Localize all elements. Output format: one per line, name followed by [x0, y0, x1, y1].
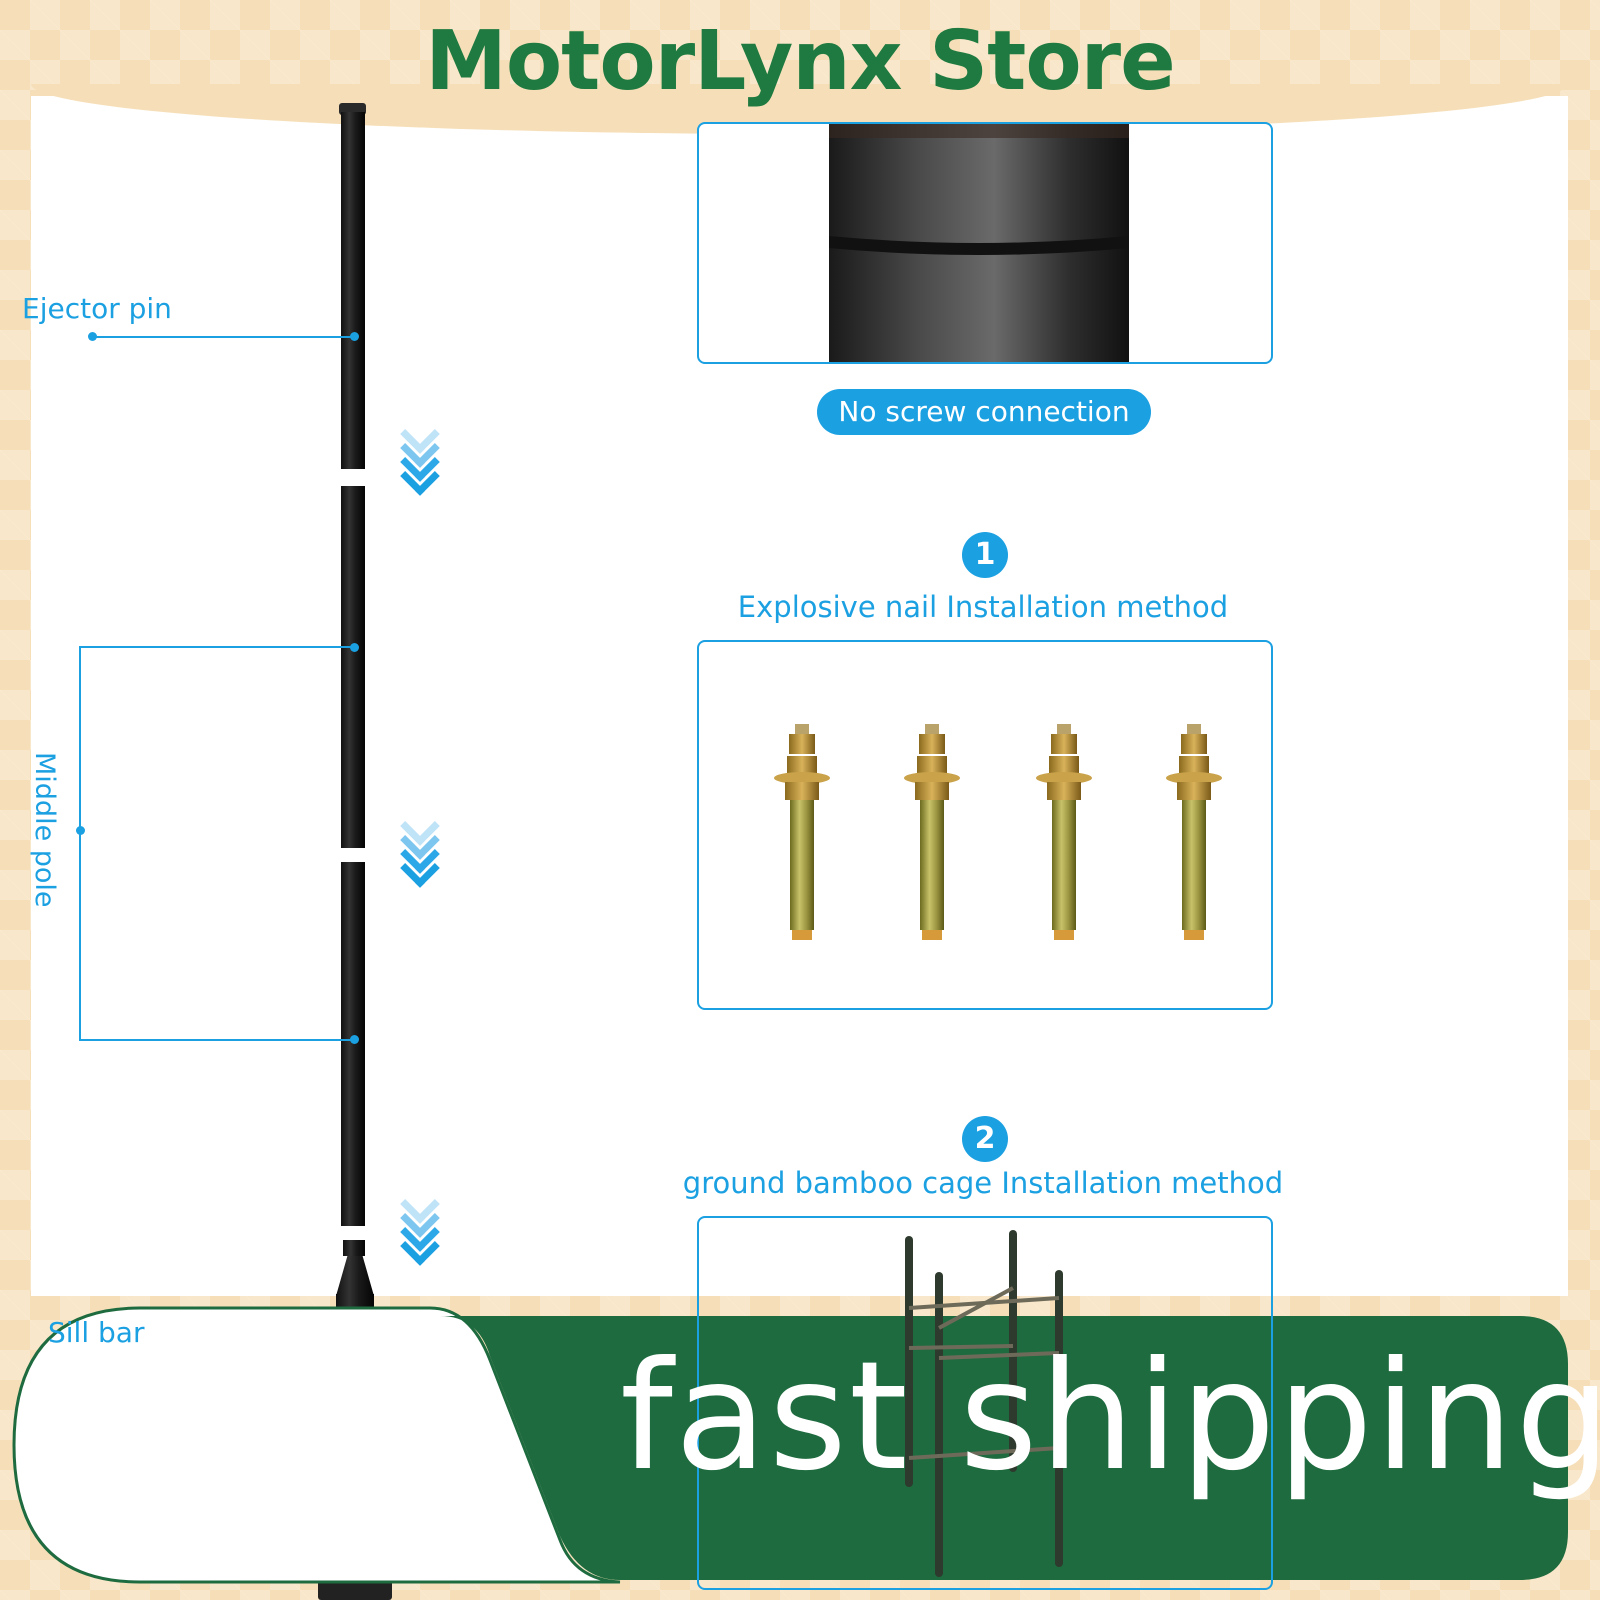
ejector-pin-callout-line [92, 336, 354, 338]
middle-pole-section-2 [341, 862, 365, 1226]
assembly-arrow-2 [398, 806, 442, 888]
ejector-pin-dot-right [350, 332, 359, 341]
store-title: MotorLynx Store [425, 14, 1176, 109]
middle-pole-bracket-top [79, 646, 354, 648]
middle-pole-label: Middle pole [29, 752, 60, 908]
bolt-4 [1166, 724, 1222, 940]
no-screw-connection-badge: No screw connection [817, 389, 1151, 435]
method-2-title: ground bamboo cage Installation method [682, 1166, 1284, 1200]
ejector-pin-label: Ejector pin [22, 292, 172, 325]
joint-closeup-frame [697, 122, 1273, 364]
method-1-title: Explosive nail Installation method [737, 590, 1229, 624]
method-1-number: 1 [962, 532, 1008, 578]
fast-shipping-banner-white [12, 1306, 621, 1584]
bolt-3 [1036, 724, 1092, 940]
expansion-bolts-frame [697, 640, 1273, 1010]
assembly-arrow-1 [398, 414, 442, 496]
middle-pole-bracket-vertical [79, 646, 81, 1041]
bolt-2 [904, 724, 960, 940]
method-2-number: 2 [962, 1116, 1008, 1162]
pole-joint-closeup-image [829, 124, 1129, 362]
assembly-arrow-3 [398, 1184, 442, 1266]
bolt-1 [774, 724, 830, 940]
ejector-pin-dot-left [88, 332, 97, 341]
middle-pole-section-1 [341, 486, 365, 848]
middle-pole-bracket-bottom [79, 1039, 354, 1041]
sill-bar-label: Sill bar [48, 1316, 145, 1349]
bamboo-cage-frame [697, 1216, 1273, 1590]
middle-pole-dot-bottom [350, 1035, 359, 1044]
expansion-bolts-image [774, 724, 1222, 940]
sill-bar-neck [343, 1240, 365, 1256]
fast-shipping-text: fast shipping [620, 1330, 1600, 1504]
bamboo-cage-image [905, 1230, 1063, 1577]
fast-shipping-banner-green [440, 1316, 1568, 1580]
ejector-pin-section [341, 112, 365, 469]
middle-pole-dot-top [350, 643, 359, 652]
middle-pole-dot-mid [76, 826, 85, 835]
